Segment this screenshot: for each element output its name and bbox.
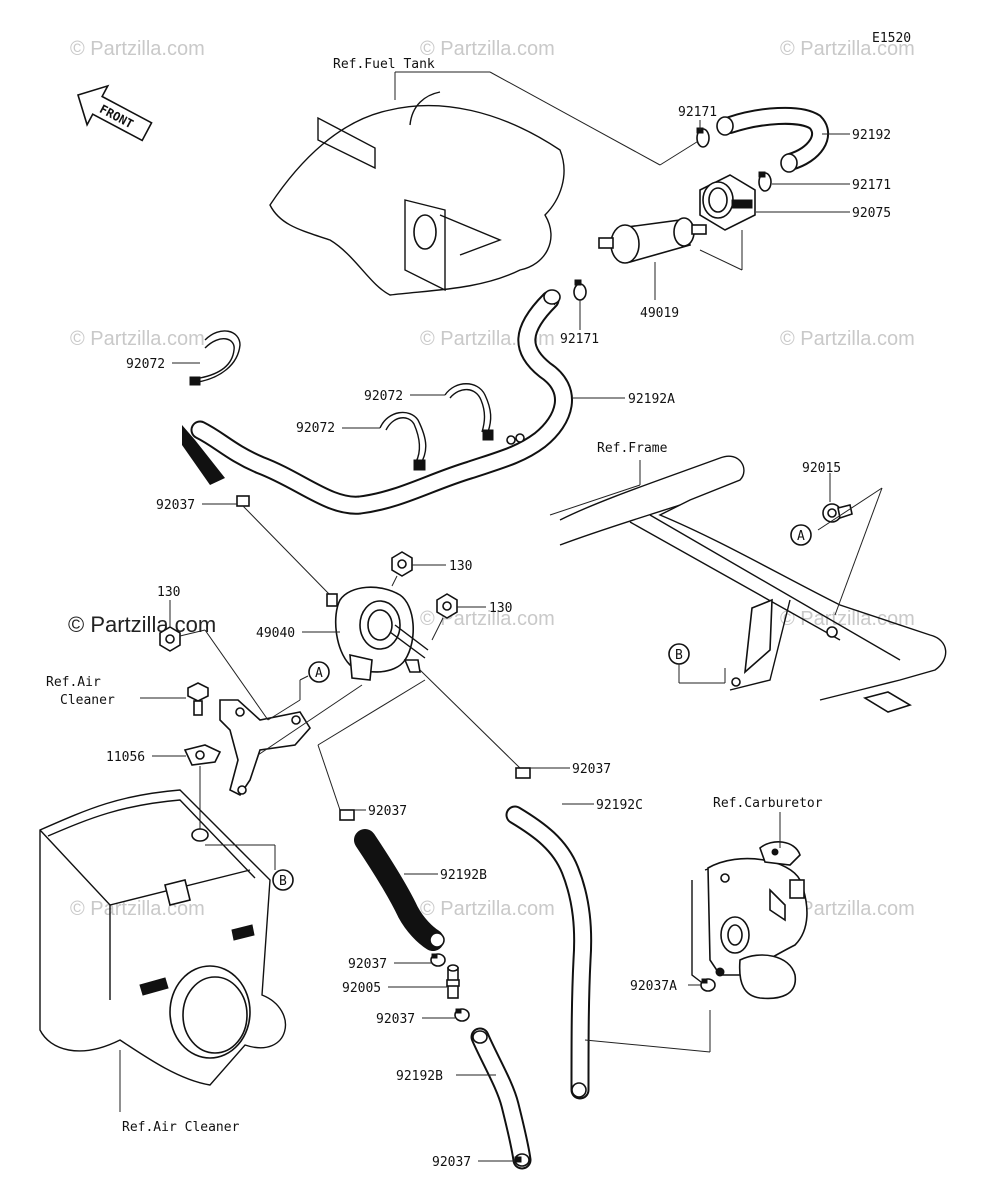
part-label: 92037 — [156, 498, 195, 513]
part-label: 92072 — [364, 389, 403, 404]
bolt-11056 — [183, 682, 222, 830]
clip-92037-b — [339, 809, 355, 821]
part-label: 49019 — [640, 306, 679, 321]
fitting-92005 — [446, 964, 460, 999]
ref-air-cleaner-line1: Ref.Air — [46, 675, 101, 690]
part-label: 92005 — [342, 981, 381, 996]
callout-A-label: A — [797, 529, 805, 544]
clip-92037A — [700, 967, 725, 992]
watermark: © Partzilla.com — [420, 38, 555, 60]
part-label: 92072 — [126, 357, 165, 372]
part-label: 92037A — [630, 979, 677, 994]
part-label-group: 92171 92192 92171 92075 49019 92171 9207… — [106, 105, 891, 1170]
callout-A-pump: A — [308, 661, 330, 683]
hose-92192 — [716, 106, 829, 173]
hose-92192B-lower — [470, 1027, 532, 1170]
part-label: 92075 — [852, 206, 891, 221]
bolt-130-a — [391, 551, 413, 587]
clip-92037-d — [430, 953, 446, 967]
watermark: © Partzilla.com — [780, 328, 915, 350]
ref-air-cleaner-line2: Cleaner — [60, 693, 115, 708]
watermark: © Partzilla.com — [780, 608, 915, 630]
bracket-92075 — [699, 174, 756, 271]
air-cleaner — [39, 789, 287, 1112]
part-label: 92192 — [852, 128, 891, 143]
part-label: 92037 — [368, 804, 407, 819]
part-label: 92037 — [572, 762, 611, 777]
part-label: 130 — [157, 585, 180, 600]
watermark-prominent: © Partzilla.com — [68, 612, 216, 637]
part-label: 92192A — [628, 392, 675, 407]
part-label: 49040 — [256, 626, 295, 641]
callout-A-frame: A — [790, 524, 812, 546]
part-label: 92015 — [802, 461, 841, 476]
callout-B-label: B — [279, 874, 287, 889]
part-label: 92037 — [376, 1012, 415, 1027]
hose-92192B-upper — [354, 829, 445, 951]
part-label: 92037 — [432, 1155, 471, 1170]
part-label: 92171 — [560, 332, 599, 347]
pump-leaders — [317, 669, 523, 811]
hose-92192A — [182, 289, 573, 515]
part-label: 92072 — [296, 421, 335, 436]
ref-air-cleaner-bottom-label: Ref.Air Cleaner — [122, 1120, 240, 1135]
part-label: 11056 — [106, 750, 145, 765]
watermark: © Partzilla.com — [70, 38, 205, 60]
ref-frame-label: Ref.Frame — [597, 441, 668, 456]
band-92072-c — [379, 411, 427, 471]
bolt-130-c — [159, 626, 206, 652]
watermark: © Partzilla.com — [780, 898, 915, 920]
clip-92037-c — [515, 767, 531, 779]
callout-B-label: B — [675, 648, 683, 663]
watermark: © Partzilla.com — [70, 328, 205, 350]
ref-carburetor-label: Ref.Carburetor — [713, 796, 823, 811]
clamp-92171-low — [573, 279, 587, 301]
carburetor-reference: Ref.Carburetor — [691, 796, 823, 1000]
callout-B-air: B — [272, 869, 294, 891]
band-92072-a — [189, 330, 241, 386]
part-label: 130 — [489, 601, 512, 616]
front-arrow: FRONT — [77, 84, 153, 142]
collar-92015 — [817, 473, 883, 616]
part-label: 92192C — [596, 798, 643, 813]
diagram-code: E1520 — [872, 31, 911, 46]
part-label: 130 — [449, 559, 472, 574]
band-92072-b — [444, 383, 494, 441]
watermark: © Partzilla.com — [420, 898, 555, 920]
pump-bracket — [204, 629, 363, 797]
clamp-92171-mid — [758, 171, 772, 192]
part-label: 92192B — [440, 868, 487, 883]
clip-92037-a — [236, 495, 331, 596]
ref-fuel-tank-label: Ref.Fuel Tank — [333, 57, 435, 72]
callout-A-label: A — [315, 666, 323, 681]
fuel-pump-49040 — [326, 586, 429, 681]
fuel-tank-reference: Ref.Fuel Tank — [269, 57, 701, 296]
hose-92192C — [505, 805, 711, 1100]
watermark: © Partzilla.com — [780, 38, 915, 60]
bolt-130-b — [431, 593, 458, 641]
clip-92037-e — [454, 1008, 470, 1022]
frame-reference: Ref.Frame — [549, 441, 947, 713]
callout-B-frame: B — [668, 643, 726, 684]
fuel-filter-49019 — [598, 217, 707, 300]
part-label: 92037 — [348, 957, 387, 972]
clip-92037-f — [514, 1153, 530, 1167]
part-label: 92171 — [678, 105, 717, 120]
clamp-92171-top — [696, 127, 710, 148]
part-label: 92192B — [396, 1069, 443, 1084]
part-label: 92171 — [852, 178, 891, 193]
